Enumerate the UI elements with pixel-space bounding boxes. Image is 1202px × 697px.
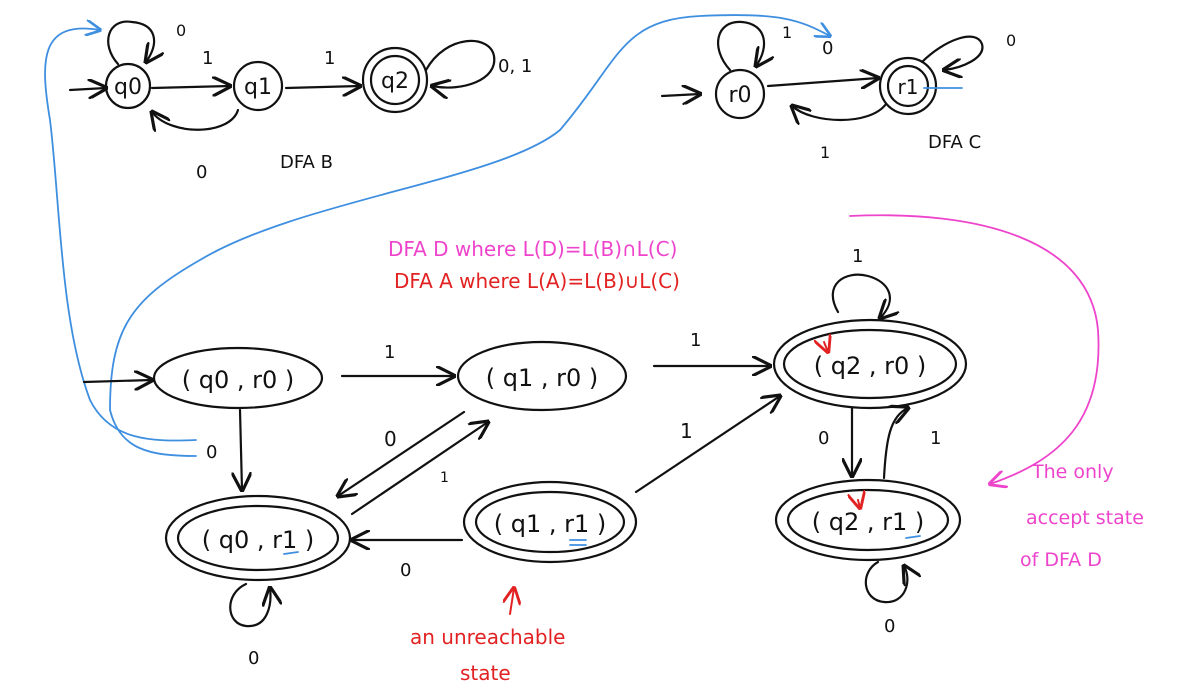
only-accept-line1: The only (1031, 461, 1114, 483)
edge-q1r1-q2r0 (634, 396, 780, 494)
dfa-c-caption: DFA C (928, 132, 981, 153)
dfa-a-note: DFA A where L(A)=L(B)∪L(C) (394, 269, 680, 293)
edge-r0-r1 (766, 78, 878, 86)
edge-q1r0-q2r0-label: 1 (690, 330, 701, 351)
r0-self-loop (717, 20, 764, 72)
state-q2 (369, 54, 421, 106)
q2-self-label: 0, 1 (498, 56, 532, 77)
state-r1 (886, 64, 930, 108)
state-r1-label: r1 (898, 75, 919, 99)
edge-q0r0-q0r1-label: 0 (206, 442, 217, 463)
edge-q0r1-q1r0 (350, 422, 488, 516)
q0r1-self-label: 0 (248, 648, 259, 669)
q2r0-red-mark (824, 342, 828, 352)
r1-self-loop (920, 35, 984, 70)
unreachable-arrow (510, 588, 514, 615)
state-q1r0 (456, 340, 628, 412)
edge-q1r0-q0r1-label: 0 (384, 427, 397, 451)
edge-q1-q2 (284, 86, 360, 88)
state-q2-outer (361, 46, 429, 114)
q2-self-loop (424, 39, 496, 88)
edge-q0r0-q0r1 (240, 408, 242, 490)
edge-r0-r1-label: 0 (822, 38, 833, 59)
pink-accept-arrow (849, 214, 1100, 484)
edge-q1r0-q0r1 (338, 410, 466, 496)
dfa-b: q0 0 1 q1 0 1 q2 0, 1 DFA B (68, 20, 532, 183)
edge-q1r1-q2r0-label: 1 (680, 419, 693, 443)
q0-self-loop (107, 20, 154, 64)
q2r1-self-loop (864, 560, 908, 604)
product-start-arrow (82, 380, 152, 382)
q0-self-label: 0 (176, 21, 186, 40)
state-q0r0-label: ( q0 , r0 ) (182, 366, 295, 394)
state-q2r1-label: ( q2 , r1 ) (812, 508, 925, 536)
state-r1-outer (878, 56, 938, 116)
state-q2r1 (786, 488, 950, 552)
state-r0-label: r0 (728, 83, 751, 108)
only-accept-line2: accept state (1026, 507, 1144, 529)
edge-r1-r0 (792, 104, 888, 120)
q0r1-blue-mark (283, 551, 299, 555)
edge-q1-q0-label: 0 (196, 162, 207, 183)
state-q2-label: q2 (381, 69, 409, 94)
state-q1-label: q1 (244, 75, 272, 100)
edge-q2r1-q2r0-label: 1 (930, 428, 941, 449)
edge-q0-q1 (150, 86, 230, 88)
q0r1-self-loop (229, 582, 270, 628)
blue-link-to-r1 (109, 14, 830, 457)
q2r0-self-label: 1 (852, 246, 863, 267)
q2r1-blue-mark (905, 535, 921, 539)
r0-self-label: 1 (782, 23, 792, 42)
edge-q0-q1-label: 1 (202, 48, 213, 69)
state-q1r1 (474, 490, 626, 554)
edge-q2r0-q2r1-label: 0 (818, 428, 829, 449)
unreachable-line1: an unreachable (410, 625, 565, 649)
state-q2r0 (782, 328, 958, 400)
q1r1-blue-mark (569, 539, 587, 546)
state-q1r1-outer (462, 480, 638, 564)
edge-q0r0-q1r0-label: 1 (384, 342, 395, 363)
unreachable-line2: state (460, 661, 511, 685)
edge-q2r1-q2r0 (882, 408, 908, 480)
dfa-b-caption: DFA B (280, 152, 333, 173)
q2r1-self-label: 0 (884, 616, 895, 637)
state-q2r1-outer (774, 478, 962, 562)
edge-q0r1-q1r0-label: 1 (440, 470, 449, 486)
state-q2r0-outer (772, 318, 968, 410)
state-q1 (232, 60, 284, 112)
state-q0r0 (152, 346, 324, 410)
blue-link-to-q0 (44, 28, 197, 442)
state-q1r0-label: ( q1 , r0 ) (486, 364, 599, 392)
state-r0 (714, 68, 766, 120)
state-q0r1-label: ( q0 , r1 ) (202, 526, 315, 554)
edge-q1r1-q0r1-label: 0 (400, 560, 411, 581)
dfa-d-note: DFA D where L(D)=L(B)∩L(C) (388, 237, 677, 261)
state-q0r1-outer (164, 494, 352, 582)
q2r0-self-loop (831, 273, 890, 318)
edge-q1-q2-label: 1 (324, 48, 335, 69)
state-q0 (104, 62, 152, 110)
edge-q1-q0 (152, 110, 240, 130)
only-accept-line3: of DFA D (1020, 549, 1102, 571)
dfa-b-start-arrow (68, 88, 106, 90)
r1-self-label: 0 (1006, 31, 1016, 50)
q2r1-red-mark (858, 500, 860, 508)
dfa-c: r0 1 0 1 r1 0 DFA C (660, 20, 1016, 162)
state-q1r1-label: ( q1 , r1 ) (494, 510, 607, 538)
state-q2r0-label: ( q2 , r0 ) (814, 352, 927, 380)
state-q0r1 (176, 504, 340, 572)
dfa-c-start-arrow (660, 94, 700, 96)
state-q0-label: q0 (114, 75, 142, 100)
edge-r1-r0-label: 1 (820, 143, 830, 162)
